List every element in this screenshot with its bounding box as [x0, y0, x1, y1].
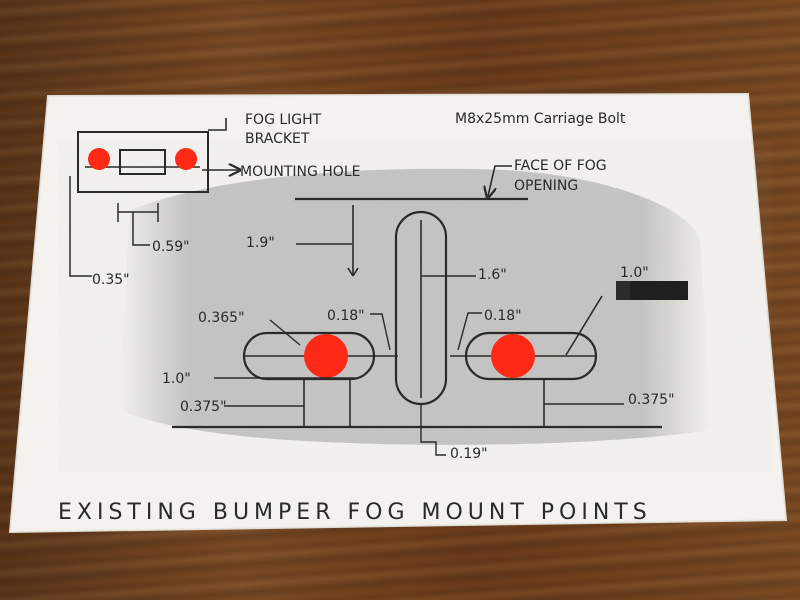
dim-019-text: 0.19"	[450, 446, 488, 462]
bracket-hole-right-dot	[175, 148, 197, 170]
dim-19-text: 1.9"	[246, 235, 275, 251]
dim-10-left-text: 1.0"	[162, 371, 191, 387]
face-of-fog-opening: FACE OF FOG OPENING 1.9"	[246, 158, 607, 277]
dim-018-left-leader	[370, 313, 391, 351]
dim-018-right-text: 0.18"	[484, 308, 522, 324]
dim-0375-left-text: 0.375"	[180, 399, 227, 415]
face-leader	[488, 165, 512, 196]
dim-019-leader	[420, 404, 446, 456]
dim-035-leader	[69, 176, 92, 277]
bracket-hole-left-dot	[88, 148, 110, 170]
left-slot-dot	[304, 334, 348, 378]
dim-018-right-leader	[457, 312, 482, 351]
pencil-shading	[118, 168, 712, 445]
bracket-label-line1: FOG LIGHT	[245, 112, 322, 128]
carriage-bolt	[616, 281, 688, 300]
dim-035-text: 0.35"	[92, 272, 130, 288]
fog-light-bracket: FOG LIGHT BRACKET MOUNTING HOLE 0.59" 0.…	[69, 112, 360, 288]
dim-10-top-leader	[565, 295, 603, 356]
left-slot: 0.365" 0.18" 1.0" 0.375"	[162, 308, 398, 427]
dim-059-text: 0.59"	[152, 239, 190, 255]
vertical-slot: 1.6" 0.19"	[394, 210, 507, 462]
bolt-spec-text: M8x25mm Carriage Bolt	[455, 111, 626, 127]
right-slot-dot	[491, 334, 535, 378]
dim-19-arrow	[347, 267, 359, 277]
bracket-slot	[119, 149, 166, 175]
bracket-outline	[77, 131, 209, 193]
dim-10-top-text: 1.0"	[620, 265, 649, 281]
drawing-title: EXISTING BUMPER FOG MOUNT POINTS	[58, 500, 652, 525]
dim-0365-leader	[269, 319, 301, 346]
dim-16-text: 1.6"	[478, 267, 507, 283]
right-slot: 0.18" 1.0" 0.375"	[450, 265, 688, 427]
bracket-label-line2: BRACKET	[245, 131, 310, 147]
bracket-leader	[208, 118, 227, 131]
dim-059-leader	[132, 212, 150, 246]
dim-0375-right-text: 0.375"	[628, 392, 675, 408]
dim-018-left-text: 0.18"	[327, 308, 365, 324]
carriage-bolt-body	[616, 281, 680, 300]
bolt-spec: M8x25mm Carriage Bolt	[455, 111, 626, 127]
carriage-bolt-tip	[678, 281, 688, 300]
dim-0365-text: 0.365"	[198, 310, 245, 326]
mounting-hole-label: MOUNTING HOLE	[240, 164, 360, 180]
carriage-bolt-head	[616, 281, 630, 300]
face-label-line2: OPENING	[514, 178, 578, 194]
face-label-line1: FACE OF FOG	[514, 158, 607, 174]
